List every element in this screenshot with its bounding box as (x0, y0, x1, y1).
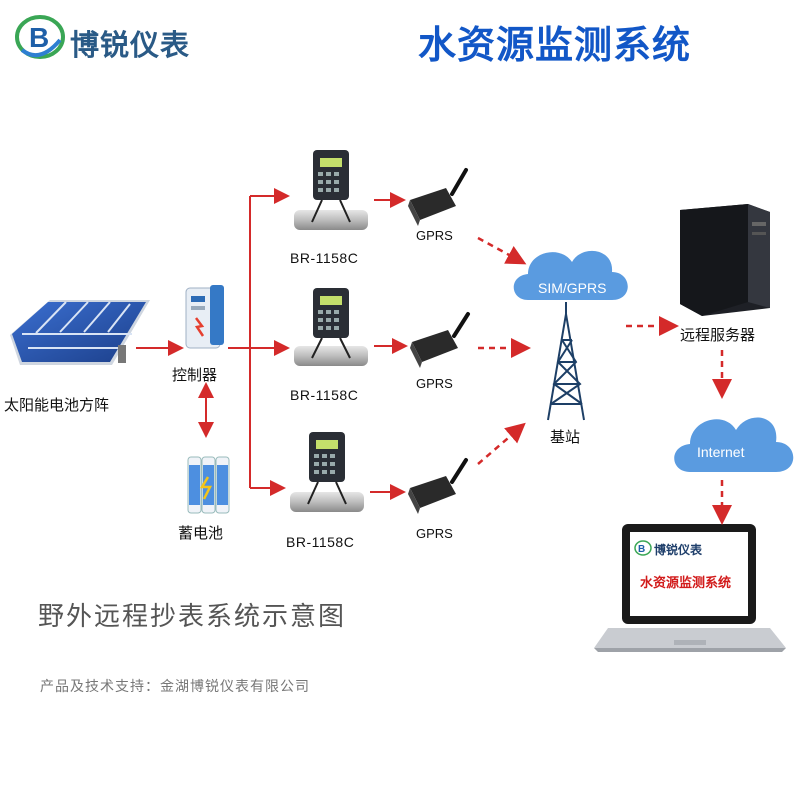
gprs-module-icon-3 (408, 458, 468, 514)
support-line: 产品及技术支持：金湖博锐仪表有限公司 (40, 679, 310, 695)
base-station-label: 基站 (550, 428, 581, 446)
system-title: 水资源监测系统 (418, 22, 692, 67)
internet-cloud-icon (674, 417, 794, 472)
flowmeter-icon-3 (290, 432, 364, 512)
gprs-label-3: GPRS (416, 526, 453, 541)
laptop-icon (594, 524, 786, 652)
battery-icon (187, 456, 230, 514)
dashed-arrows (477, 236, 732, 525)
base-station-icon (547, 302, 585, 421)
flowmeter-icon-2 (294, 288, 368, 366)
laptop-logo-icon: B (634, 540, 652, 556)
gprs-label-1: GPRS (416, 228, 453, 243)
svg-text:B: B (29, 22, 49, 53)
solar-panel-label: 太阳能电池方阵 (4, 396, 110, 414)
battery-label: 蓄电池 (178, 524, 224, 542)
controller-icon (185, 285, 224, 349)
server-tower-icon (680, 204, 770, 316)
svg-text:B: B (638, 544, 645, 555)
sim-gprs-cloud-label: SIM/GPRS (538, 280, 607, 296)
brand-logo-icon: B (15, 15, 65, 59)
gprs-module-icon-1 (408, 168, 468, 226)
server-label: 远程服务器 (680, 326, 756, 344)
flowmeter-icon-1 (294, 150, 368, 230)
solid-arrows (136, 188, 408, 500)
gprs-label-2: GPRS (416, 376, 453, 391)
laptop-screen-title: 水资源监测系统 (640, 576, 732, 591)
flowmeter-label-3: BR-1158C (286, 534, 355, 550)
flowmeter-label-1: BR-1158C (290, 250, 359, 266)
controller-label: 控制器 (172, 366, 218, 384)
gprs-module-icon-2 (410, 312, 470, 368)
flowmeter-label-2: BR-1158C (290, 387, 359, 403)
solar-panel-icon (10, 300, 150, 365)
brand-name: 博锐仪表 (70, 28, 191, 62)
sim-gprs-cloud-icon (513, 250, 628, 300)
laptop-brand-label: 博锐仪表 (654, 543, 703, 557)
internet-cloud-label: Internet (697, 444, 745, 460)
diagram-caption: 野外远程抄表系统示意图 (38, 602, 347, 632)
